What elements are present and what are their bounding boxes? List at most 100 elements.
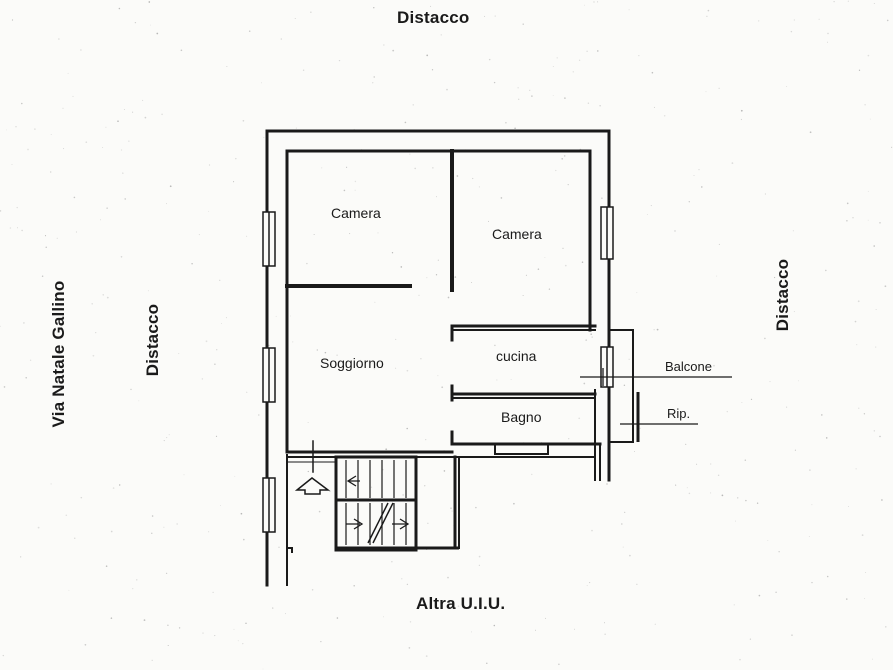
speckle bbox=[623, 384, 626, 386]
speckle bbox=[34, 128, 36, 130]
speckle bbox=[168, 434, 170, 436]
speckle bbox=[324, 351, 327, 354]
speckle bbox=[226, 65, 228, 67]
speckle bbox=[105, 126, 107, 128]
speckle bbox=[37, 526, 40, 529]
speckle bbox=[106, 207, 108, 209]
speckle bbox=[590, 333, 593, 336]
room-label-soggiorno: Soggiorno bbox=[320, 355, 384, 371]
speckle bbox=[425, 438, 427, 441]
speckle bbox=[718, 243, 720, 245]
speckle bbox=[138, 400, 140, 402]
speckle bbox=[27, 148, 29, 151]
speckle bbox=[846, 220, 848, 222]
stair-treads bbox=[345, 460, 407, 545]
speckle bbox=[808, 536, 810, 537]
speckle bbox=[740, 109, 743, 112]
speckle bbox=[884, 285, 887, 288]
speckle bbox=[564, 264, 567, 267]
speckle bbox=[235, 157, 237, 160]
speckle bbox=[513, 502, 515, 505]
speckle bbox=[418, 294, 420, 296]
speckle bbox=[311, 589, 314, 591]
speckle bbox=[809, 131, 812, 134]
room-label-camera-1: Camera bbox=[331, 205, 381, 221]
speckle bbox=[246, 391, 248, 393]
speckle bbox=[437, 259, 439, 261]
speckle bbox=[248, 30, 251, 32]
entrance-arrow-icon bbox=[294, 477, 331, 495]
speckle bbox=[486, 662, 488, 665]
speckle bbox=[3, 386, 6, 388]
speckle bbox=[242, 642, 244, 645]
speckle bbox=[294, 17, 296, 19]
speckle bbox=[818, 18, 820, 20]
speckle bbox=[120, 255, 123, 258]
label-distacco-right: Distacco bbox=[773, 258, 792, 332]
speckle bbox=[400, 266, 403, 268]
speckle bbox=[318, 510, 321, 513]
speckle bbox=[169, 185, 172, 188]
speckle bbox=[552, 66, 554, 68]
speckle bbox=[16, 206, 18, 209]
walls bbox=[265, 129, 611, 587]
speckle bbox=[493, 81, 496, 84]
speckle bbox=[225, 317, 227, 319]
speckle bbox=[285, 613, 286, 615]
speckle bbox=[740, 118, 742, 121]
speckle bbox=[426, 277, 428, 279]
speckle bbox=[545, 617, 546, 619]
speckle bbox=[58, 407, 61, 410]
speckle bbox=[268, 344, 270, 347]
speckle bbox=[183, 474, 185, 476]
speckle bbox=[313, 234, 315, 235]
speckle bbox=[764, 337, 766, 340]
speckle bbox=[214, 363, 216, 365]
speckle bbox=[246, 235, 248, 237]
speckle bbox=[349, 233, 351, 235]
speckle bbox=[275, 315, 277, 317]
speckle bbox=[408, 647, 411, 649]
speckle bbox=[132, 111, 134, 113]
speckle bbox=[360, 359, 362, 361]
speckle bbox=[713, 364, 715, 367]
speckle bbox=[383, 44, 385, 46]
speckle bbox=[885, 626, 887, 628]
speckle bbox=[456, 175, 459, 177]
speckle bbox=[686, 487, 688, 489]
speckle bbox=[663, 114, 666, 117]
speckle bbox=[597, 1, 599, 3]
speckle bbox=[583, 4, 585, 6]
speckle bbox=[478, 186, 480, 188]
speckle bbox=[758, 594, 761, 597]
speckle bbox=[764, 193, 766, 195]
speckle bbox=[864, 104, 866, 106]
speckle bbox=[811, 504, 813, 506]
speckle bbox=[778, 551, 780, 553]
speckle bbox=[792, 230, 794, 232]
speckle bbox=[710, 463, 712, 465]
speckle bbox=[484, 15, 486, 17]
speckle bbox=[150, 24, 152, 26]
speckle bbox=[346, 166, 348, 168]
speckle bbox=[586, 585, 588, 587]
speckle bbox=[201, 378, 204, 380]
speckle bbox=[371, 362, 373, 364]
label-distacco-left: Distacco bbox=[143, 303, 162, 377]
speckle bbox=[756, 502, 759, 504]
speckle bbox=[733, 604, 735, 606]
speckle bbox=[233, 628, 235, 630]
speckle bbox=[219, 279, 221, 281]
speckle bbox=[865, 572, 867, 573]
speckle bbox=[124, 198, 126, 200]
speckle bbox=[737, 497, 739, 499]
speckle bbox=[568, 438, 570, 440]
speckle bbox=[875, 309, 877, 310]
speckle bbox=[354, 180, 357, 183]
speckle bbox=[581, 261, 584, 263]
speckle bbox=[873, 2, 875, 4]
speckle bbox=[370, 486, 373, 488]
speckle bbox=[392, 49, 395, 52]
speckle bbox=[163, 440, 165, 442]
